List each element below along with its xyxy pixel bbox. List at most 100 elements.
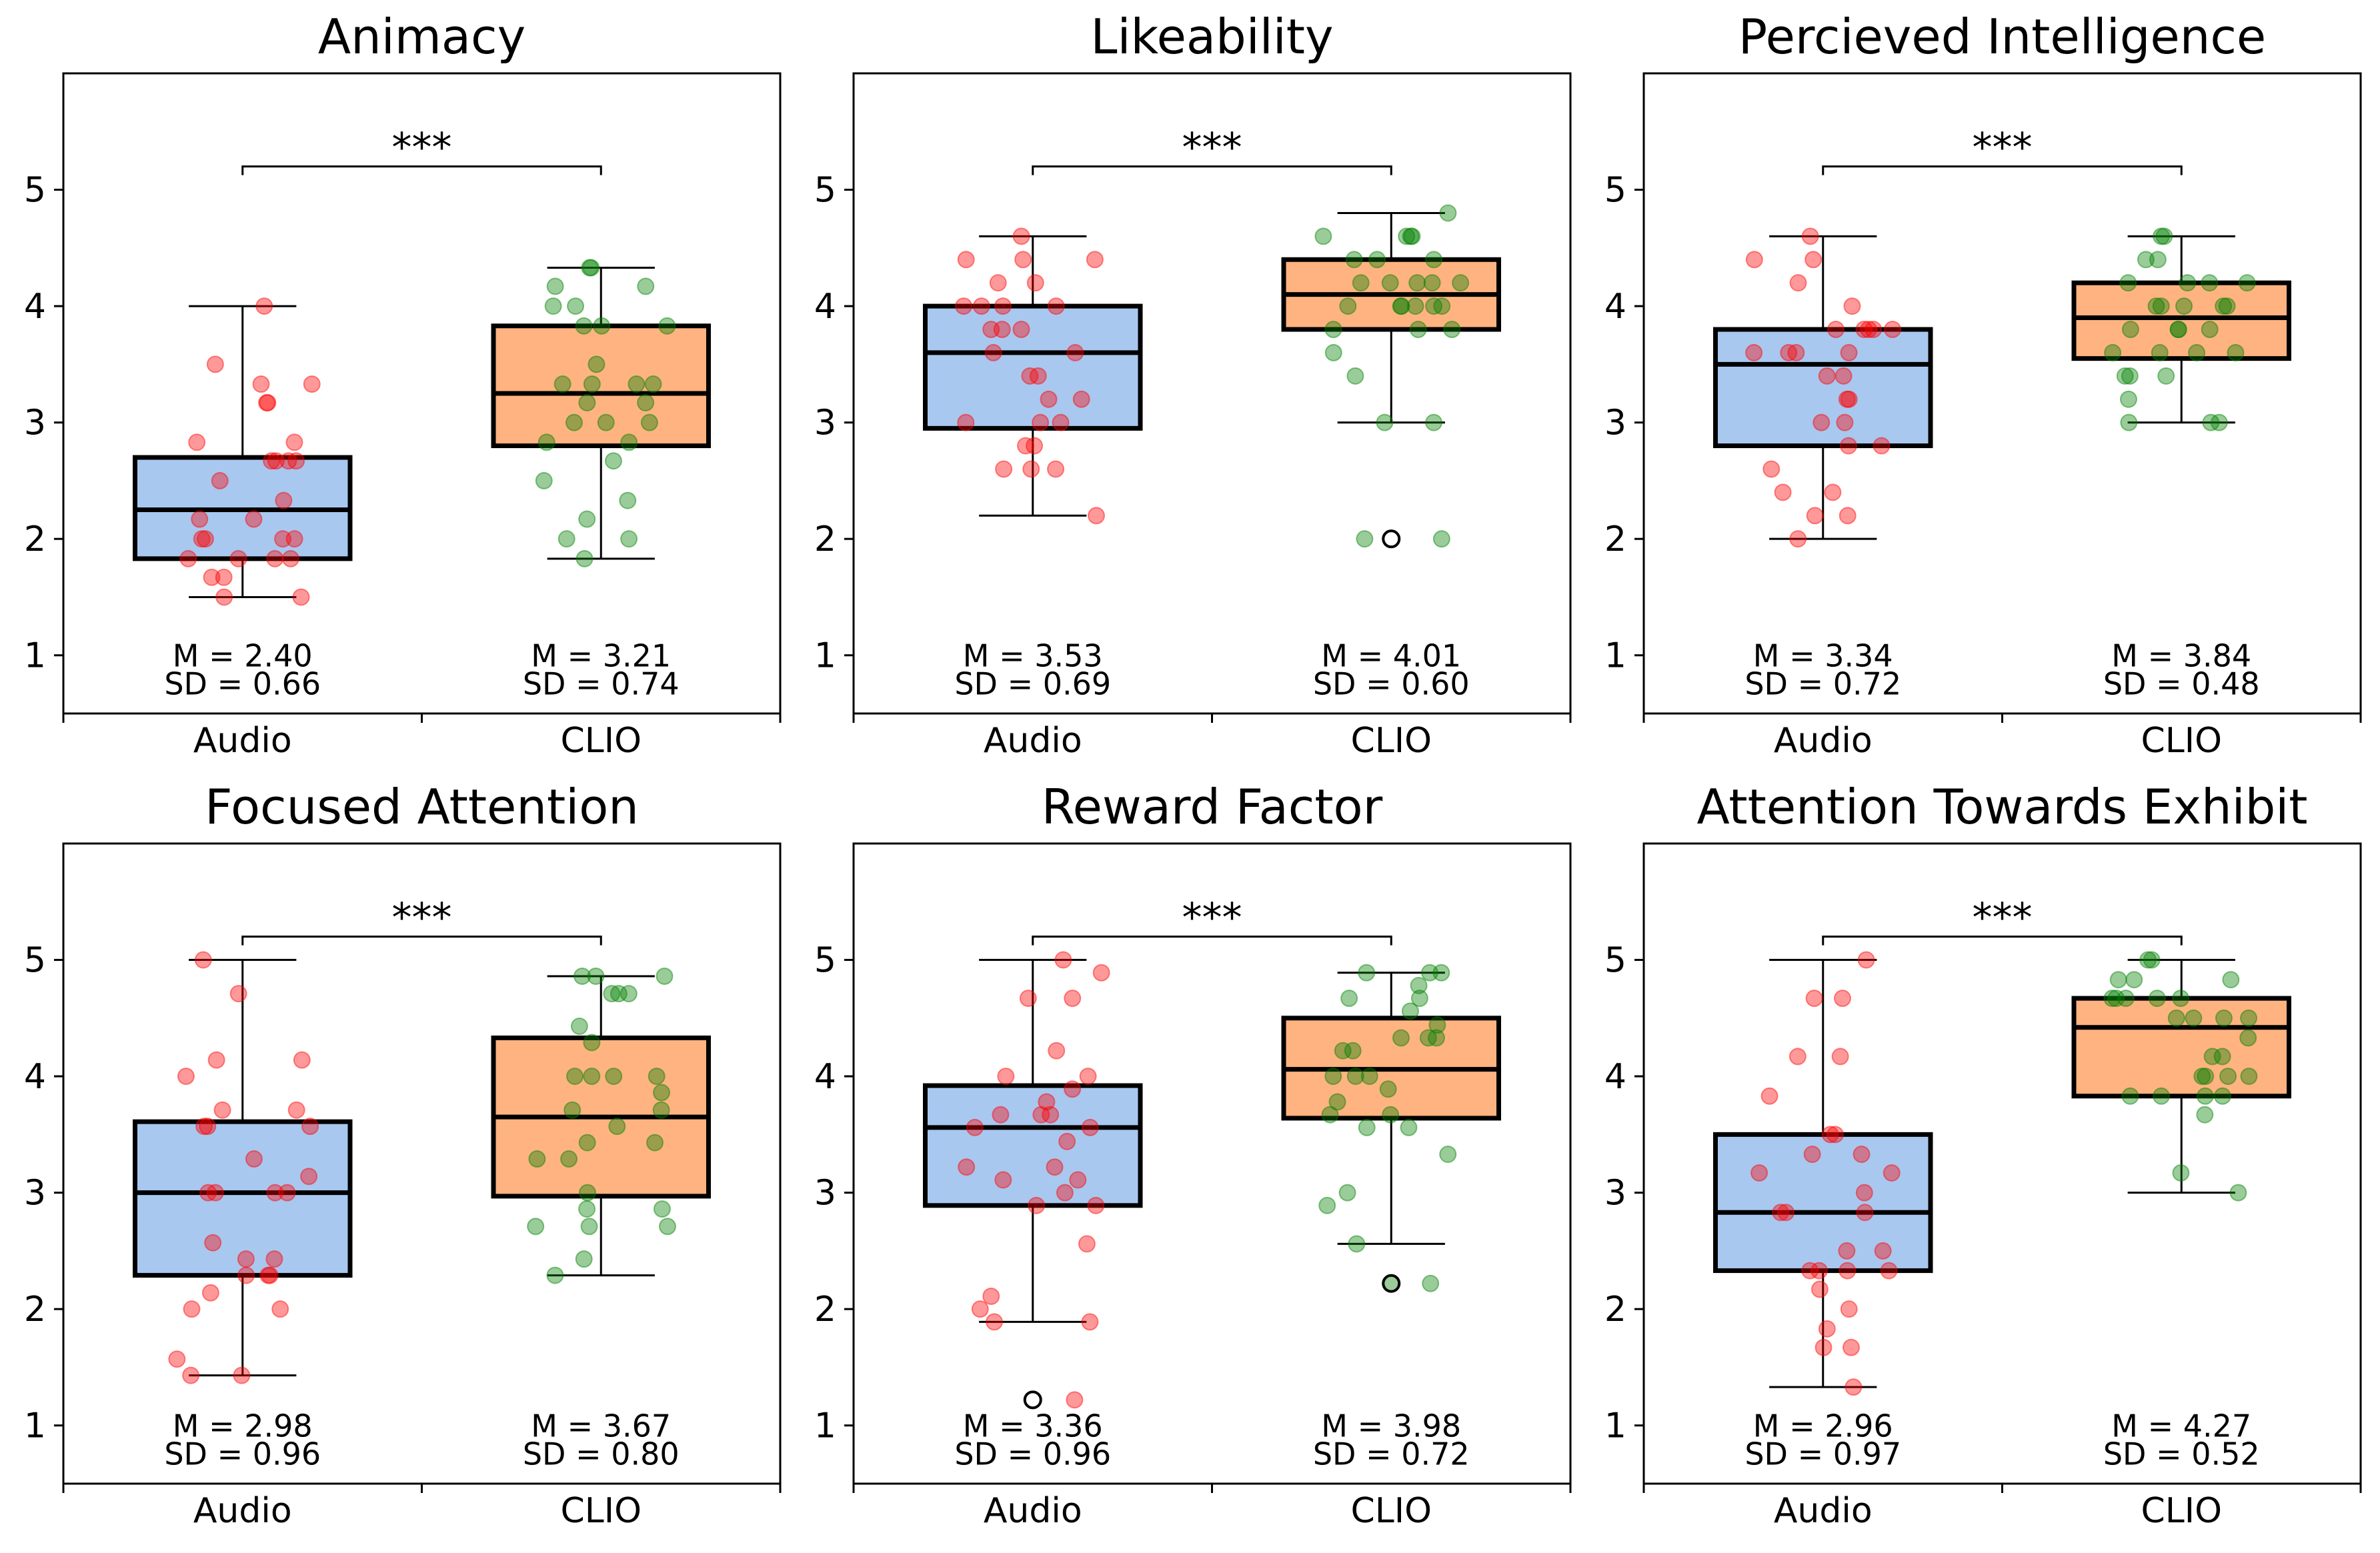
data-point: [191, 510, 209, 528]
data-point: [2238, 274, 2256, 292]
sd-label: SD = 0.96: [164, 1436, 321, 1472]
data-point: [1831, 1048, 1849, 1066]
data-point: [2139, 951, 2157, 969]
data-point: [578, 393, 596, 411]
data-point: [1750, 1164, 1768, 1182]
data-point: [994, 297, 1012, 315]
significance-bracket: [241, 936, 602, 946]
box-iqr-audio: [923, 1083, 1143, 1208]
data-point: [1398, 227, 1416, 245]
data-point: [628, 375, 646, 393]
data-point: [1838, 1242, 1856, 1260]
data-point: [2197, 1068, 2215, 1086]
data-point: [646, 1134, 664, 1152]
data-point: [2201, 321, 2219, 338]
data-point: [557, 530, 575, 548]
data-point: [259, 393, 277, 411]
data-point: [2155, 227, 2173, 245]
data-point: [293, 1051, 311, 1069]
data-point: [527, 1218, 545, 1236]
data-point: [292, 588, 310, 606]
data-point: [993, 321, 1011, 338]
data-point: [971, 1300, 989, 1318]
x-category-label: CLIO: [2141, 1491, 2222, 1531]
sd-label: SD = 0.72: [1744, 666, 1901, 702]
x-category-label: Audio: [193, 721, 292, 761]
data-point: [544, 297, 562, 315]
data-point: [1346, 1068, 1364, 1086]
data-point: [2152, 297, 2170, 315]
data-point: [984, 343, 1002, 361]
data-point: [1443, 321, 1461, 338]
data-point: [1856, 1204, 1874, 1222]
data-point: [199, 1184, 217, 1202]
data-point: [258, 393, 276, 411]
plot-frame: [852, 72, 1572, 715]
data-point: [204, 1234, 222, 1252]
y-tick-label: 3: [814, 403, 836, 443]
data-point: [994, 1171, 1012, 1189]
data-point: [1064, 1080, 1082, 1098]
data-point: [1381, 274, 1399, 292]
data-point: [1853, 1146, 1871, 1164]
panel-title: Likeability: [1090, 9, 1333, 65]
data-point: [583, 375, 601, 393]
data-point: [237, 1250, 255, 1268]
data-point: [1840, 343, 1858, 361]
data-point: [1029, 367, 1047, 385]
data-point: [2137, 251, 2155, 269]
sd-label: SD = 0.48: [2103, 666, 2260, 702]
y-tick-label: 1: [814, 1406, 836, 1446]
data-point: [637, 277, 655, 295]
sd-label: SD = 0.60: [1313, 666, 1470, 702]
mean-label: M = 2.96: [1753, 1408, 1893, 1444]
panel-title: Reward Factor: [1042, 779, 1383, 835]
data-point: [1432, 964, 1450, 982]
box-iqr-clio: [491, 323, 711, 449]
x-category-label: CLIO: [2141, 721, 2222, 761]
data-point: [1806, 507, 1824, 525]
y-tick-label: 5: [1604, 171, 1626, 211]
data-point: [1402, 227, 1420, 245]
data-point: [1054, 951, 1072, 969]
data-point: [985, 1313, 1003, 1331]
data-point: [2188, 343, 2206, 361]
data-point: [1081, 1313, 1099, 1331]
data-point: [263, 452, 281, 470]
data-point: [1762, 460, 1780, 478]
data-point: [580, 1218, 598, 1236]
data-point: [1428, 1029, 1445, 1047]
data-point: [581, 259, 599, 277]
sd-label: SD = 0.72: [1313, 1436, 1470, 1472]
outlier-point: [1382, 529, 1401, 549]
data-point: [206, 1184, 224, 1202]
data-point: [1066, 1391, 1084, 1409]
data-point: [1087, 1196, 1105, 1214]
sd-label: SD = 0.69: [954, 666, 1111, 702]
y-tick-label: 3: [1604, 403, 1626, 443]
data-point: [229, 549, 247, 567]
data-point: [182, 1366, 200, 1384]
data-point: [2179, 274, 2197, 292]
data-point: [1352, 274, 1370, 292]
data-point: [2121, 1087, 2139, 1105]
data-point: [1745, 251, 1763, 269]
data-point: [2147, 297, 2165, 315]
data-point: [206, 355, 224, 373]
data-point: [620, 530, 638, 548]
outlier-point: [1023, 1390, 1042, 1410]
data-point: [957, 413, 975, 431]
data-point: [1066, 343, 1084, 361]
y-tick-label: 1: [24, 636, 46, 676]
data-point: [2157, 367, 2175, 385]
data-point: [1012, 321, 1030, 338]
data-point: [1760, 1087, 1778, 1105]
data-point: [619, 491, 637, 509]
data-point: [1056, 1184, 1074, 1202]
data-point: [1432, 530, 1450, 548]
data-point: [1811, 1262, 1829, 1280]
data-point: [995, 460, 1013, 478]
data-point: [1772, 1204, 1790, 1222]
